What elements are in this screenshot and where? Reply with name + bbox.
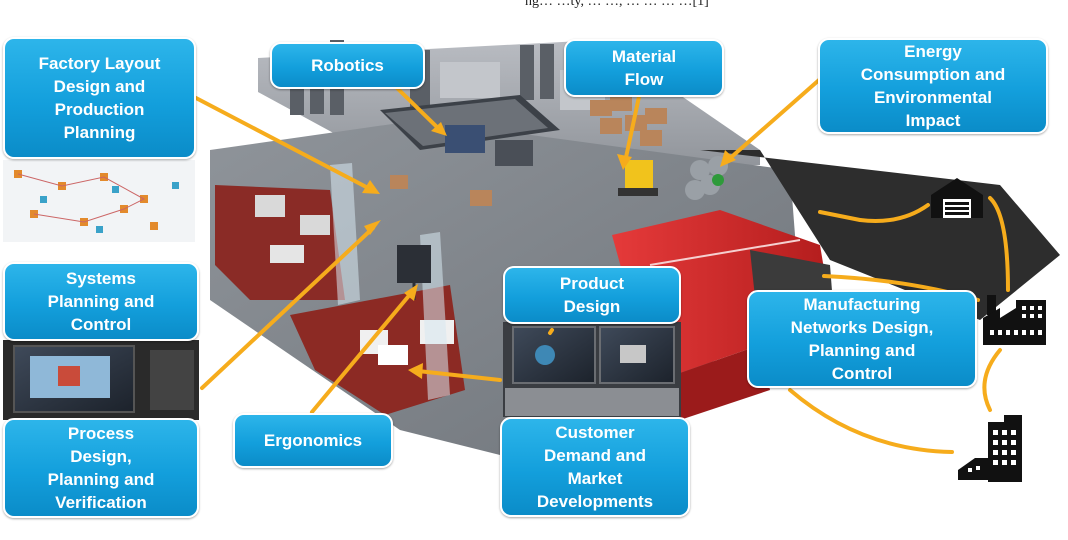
label-systems-planning: Systems Planning and Control: [3, 262, 199, 341]
connector-parking: [818, 210, 862, 222]
connector-energy: [726, 78, 821, 162]
label-ergonomics: Ergonomics: [233, 413, 393, 468]
connector-systems: [200, 226, 375, 390]
connector-robotics: [394, 85, 442, 132]
factory-icon: [983, 295, 1046, 345]
label-product-design: Product Design: [503, 266, 681, 324]
label-manufacturing-networks: Manufacturing Networks Design, Planning …: [747, 290, 977, 388]
label-material-flow: Material Flow: [564, 39, 724, 97]
connector-product-design: [548, 328, 554, 335]
systems-control-thumbnail: [3, 340, 199, 420]
office-building-icon: [958, 415, 1022, 482]
production-planning-thumbnail: [3, 160, 195, 242]
label-robotics: Robotics: [270, 42, 425, 89]
label-energy: Energy Consumption and Environmental Imp…: [818, 38, 1048, 134]
warehouse-icon: [931, 178, 983, 218]
connector-factory-office: [982, 348, 1002, 412]
connector-customer: [416, 369, 502, 382]
connector-warehouse: [858, 203, 930, 223]
label-customer-demand: Customer Demand and Market Developments: [500, 417, 690, 517]
caption-fragment: ng… …ty, … …, … … … …[1]: [525, 0, 709, 9]
arrow-heads: [362, 122, 736, 379]
label-factory-layout: Factory Layout Design and Production Pla…: [3, 37, 196, 159]
connector-lines: [194, 78, 1010, 454]
connector-ergonomics: [310, 290, 414, 414]
label-process-design: Process Design, Planning and Verificatio…: [3, 418, 199, 518]
connector-material-flow: [623, 90, 642, 164]
connector-manufacturing-office: [788, 388, 954, 454]
connector-warehouse-factory: [988, 196, 1010, 292]
connector-factory-layout: [194, 96, 374, 192]
product-design-thumbnail: [503, 322, 681, 417]
